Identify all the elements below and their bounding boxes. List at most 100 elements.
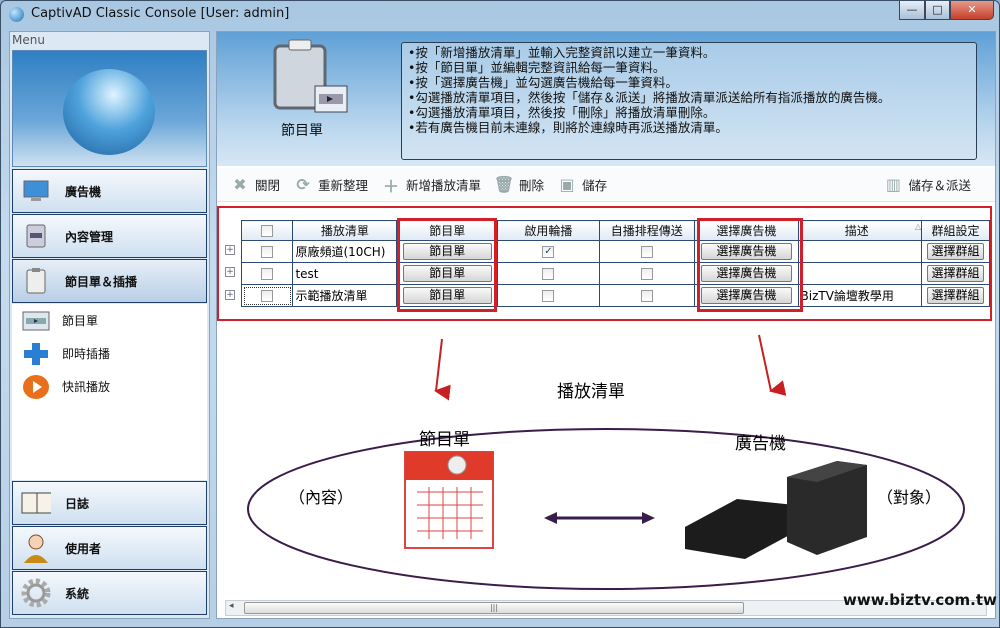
expand-icon[interactable]: + [225, 290, 235, 300]
program-button[interactable]: 節目單 [403, 243, 492, 260]
auto-send-checkbox[interactable] [598, 240, 696, 263]
column-header[interactable]: 啟用輪播 [497, 220, 600, 241]
column-header[interactable]: 選擇廣告機 [694, 220, 799, 241]
select-group-button[interactable]: 選擇群組 [926, 265, 985, 282]
sidebar: Menu 廣告機 內容管理 節目單＆插播 節目單 即時插播 快訊播放 日誌 使用… [9, 31, 210, 619]
description [797, 240, 923, 263]
playlist-name: 原廠頻道(10CH) [292, 240, 398, 263]
diagram-graphics [247, 334, 965, 590]
right-title: 廣告機 [735, 434, 786, 454]
toolbar: ✖關閉 ⟳ 重新整理 ＋新增播放清單 🗑刪除 ▣儲存 ▥ 儲存＆派送 [217, 168, 995, 202]
scroll-thumb[interactable]: ||| [244, 602, 744, 614]
nav-playlist-insert[interactable]: 節目單＆插播 [12, 259, 207, 303]
refresh-button[interactable]: ⟳ 重新整理 [294, 175, 368, 194]
diagram-title: 播放清單 [557, 382, 625, 402]
window-title: CaptivAD Classic Console [User: admin] [31, 6, 290, 21]
tool-label: 關閉 [255, 178, 281, 193]
arrow-down [434, 338, 451, 401]
globe-icon [63, 69, 155, 155]
row-checkbox[interactable] [240, 284, 294, 307]
main-panel: 節目單 •按「新增播放清單」並輸入完整資訊以建立一筆資料。 •按「節目單」並編輯… [216, 31, 996, 619]
sub-label: 即時插播 [62, 347, 111, 361]
column-header[interactable]: 播放清單 [292, 220, 398, 241]
nav-players[interactable]: 廣告機 [12, 169, 207, 213]
delete-button[interactable]: 🗑刪除 [494, 175, 544, 194]
row-checkbox[interactable] [240, 262, 294, 285]
nav-label: 使用者 [65, 541, 102, 556]
nav-label: 廣告機 [65, 184, 102, 199]
banner [12, 50, 207, 167]
save-button[interactable]: ▣儲存 [558, 175, 608, 194]
nav-users[interactable]: 使用者 [12, 526, 207, 570]
user-icon [21, 534, 51, 563]
player-device-icon [685, 461, 867, 559]
watermark: www.biztv.com.tw [843, 591, 997, 609]
nav-label: 系統 [65, 586, 90, 601]
play-icon [22, 374, 50, 399]
select-player-button[interactable]: 選擇廣告機 [701, 243, 792, 260]
instructions-box: •按「新增播放清單」並輸入完整資訊以建立一筆資料。 •按「節目單」並編輯完整資訊… [401, 42, 977, 160]
close-button[interactable]: ✕ [950, 1, 994, 20]
rotation-checkbox[interactable]: ✓ [497, 240, 600, 263]
sort-icon: △ [914, 222, 922, 231]
expand-icon[interactable]: + [225, 245, 235, 255]
select-player-button[interactable]: 選擇廣告機 [701, 287, 792, 304]
refresh-icon: ⟳ [296, 175, 310, 194]
close-tool-button[interactable]: ✖關閉 [231, 175, 280, 194]
table-row[interactable]: test 節目單 選擇廣告機 選擇群組 [240, 262, 990, 285]
right-label: （對象） [877, 488, 942, 507]
sub-item-instant-insert[interactable]: 即時插播 [12, 337, 207, 370]
auto-send-checkbox[interactable] [598, 262, 696, 285]
save-send-button[interactable]: ▥ 儲存＆派送 [884, 175, 971, 194]
rotation-checkbox[interactable] [497, 284, 600, 307]
sub-item-news-play[interactable]: 快訊播放 [12, 370, 207, 403]
minimize-button[interactable]: — [899, 1, 925, 20]
program-button[interactable]: 節目單 [403, 287, 492, 304]
tool-label: 重新整理 [318, 178, 369, 193]
playlist-grid: + + + 播放清單 節目單 啟用輪播 自播排程傳送 選擇廣告機 描述 △ 群組設… [217, 206, 992, 321]
column-label: 描述 [844, 224, 869, 238]
playlist-name: test [292, 262, 398, 285]
column-header[interactable]: 描述 △ [797, 220, 923, 241]
app-logo-icon [9, 7, 24, 22]
tool-label: 儲存＆派送 [908, 178, 971, 193]
gear-icon [21, 578, 51, 608]
scroll-left-icon[interactable]: ◂ [229, 601, 234, 611]
sub-label: 快訊播放 [62, 380, 111, 394]
calendar-icon [404, 451, 494, 549]
column-header[interactable]: 群組設定 [921, 220, 990, 241]
column-header[interactable]: 自播排程傳送 [598, 220, 696, 241]
select-group-button[interactable]: 選擇群組 [926, 243, 985, 260]
description: BizTV論壇教學用 [797, 284, 923, 307]
nav-system[interactable]: 系統 [12, 571, 207, 615]
sub-item-playlist[interactable]: 節目單 [12, 304, 207, 337]
maximize-button[interactable]: □ [925, 1, 950, 20]
auto-send-checkbox[interactable] [598, 284, 696, 307]
expand-icon[interactable]: + [225, 267, 235, 277]
row-checkbox[interactable] [240, 240, 294, 263]
nav-content[interactable]: 內容管理 [12, 214, 207, 258]
menu-label: Menu [12, 33, 45, 47]
instruction-line: •按「節目單」並編輯完整資訊給每一筆資料。 [408, 60, 666, 75]
plus-icon [22, 342, 50, 365]
program-button[interactable]: 節目單 [403, 265, 492, 282]
select-all-checkbox[interactable] [240, 220, 294, 241]
plus-icon: ＋ [383, 176, 400, 196]
book-icon [21, 490, 51, 516]
explanation-diagram: 播放清單 節目單 （內容） 廣告機 （對象） [217, 327, 995, 597]
description [797, 262, 923, 285]
nav-label: 節目單＆插播 [65, 274, 138, 289]
send-icon: ▥ [885, 175, 902, 194]
rotation-checkbox[interactable] [497, 262, 600, 285]
add-playlist-button[interactable]: ＋新增播放清單 [382, 175, 481, 196]
horizontal-scrollbar[interactable]: ◂ ||| [225, 600, 987, 616]
nav-log[interactable]: 日誌 [12, 481, 207, 525]
column-header[interactable]: 節目單 [396, 220, 499, 241]
select-player-button[interactable]: 選擇廣告機 [701, 265, 792, 282]
page-title: 節目單 [281, 123, 323, 139]
table-row[interactable]: 示範播放清單 節目單 選擇廣告機 BizTV論壇教學用 選擇群組 [240, 284, 990, 307]
select-group-button[interactable]: 選擇群組 [926, 287, 985, 304]
table-row[interactable]: 原廠頻道(10CH) 節目單 ✓ 選擇廣告機 選擇群組 [240, 240, 990, 263]
left-label: （內容） [289, 488, 354, 507]
